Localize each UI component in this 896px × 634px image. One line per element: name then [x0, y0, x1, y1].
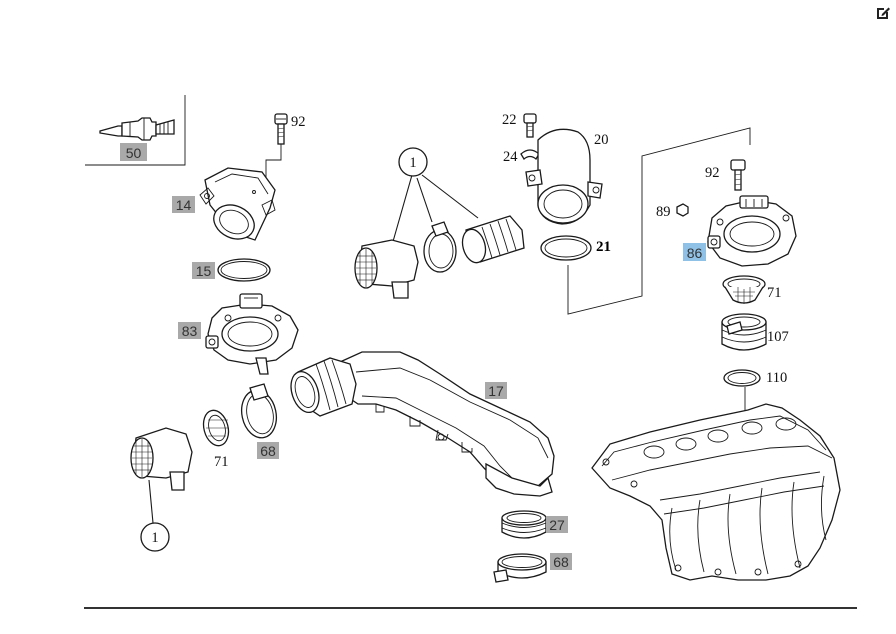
part-label-68-left[interactable]: 68 — [257, 442, 279, 459]
part-83-drawing — [205, 293, 299, 375]
svg-text:27: 27 — [549, 517, 565, 533]
part-17-drawing — [290, 351, 555, 497]
part-20-drawing — [520, 113, 603, 225]
part-label-22[interactable]: 22 — [502, 112, 517, 128]
svg-text:1: 1 — [151, 530, 158, 546]
part-1-center-drawing — [354, 174, 525, 299]
part-89-drawing — [676, 203, 689, 217]
part-15-drawing — [217, 258, 271, 282]
part-92-left-drawing — [265, 113, 288, 178]
part-label-20[interactable]: 20 — [594, 132, 609, 148]
part-label-83[interactable]: 83 — [178, 322, 201, 339]
part-label-17[interactable]: 17 — [485, 382, 507, 399]
part-label-71-right[interactable]: 71 — [767, 285, 782, 301]
svg-text:110: 110 — [766, 370, 787, 386]
svg-text:17: 17 — [488, 383, 504, 399]
svg-text:21: 21 — [596, 239, 611, 255]
intake-manifold-drawing — [591, 403, 841, 581]
svg-text:71: 71 — [767, 285, 782, 301]
part-label-68-bottom[interactable]: 68 — [550, 553, 572, 570]
svg-text:68: 68 — [553, 554, 569, 570]
svg-text:14: 14 — [176, 197, 192, 213]
part-68-left-drawing — [240, 383, 278, 439]
svg-text:15: 15 — [196, 263, 212, 279]
svg-text:24: 24 — [503, 149, 518, 165]
part-label-21[interactable]: 21 — [596, 239, 611, 255]
footer-rule — [84, 607, 857, 609]
group-bracket-line — [567, 127, 751, 315]
part-92-right-drawing — [730, 159, 746, 191]
part-label-110[interactable]: 110 — [766, 370, 787, 386]
part-27-drawing — [501, 510, 547, 539]
edit-icon — [877, 7, 890, 19]
svg-text:92: 92 — [291, 114, 306, 130]
part-label-24[interactable]: 24 — [503, 149, 518, 165]
part-107-drawing — [721, 313, 767, 351]
svg-text:22: 22 — [502, 112, 517, 128]
part-label-89[interactable]: 89 — [656, 204, 671, 220]
part-label-71-left[interactable]: 71 — [214, 454, 229, 470]
part-label-92-left[interactable]: 92 — [291, 114, 306, 130]
part-86-drawing — [707, 195, 797, 267]
part-label-86[interactable]: 86 — [683, 243, 706, 261]
svg-text:92: 92 — [705, 165, 720, 181]
svg-text:83: 83 — [182, 323, 198, 339]
part-label-92-right[interactable]: 92 — [705, 165, 720, 181]
svg-text:71: 71 — [214, 454, 229, 470]
part-71-right-drawing — [722, 275, 766, 304]
part-label-14[interactable]: 14 — [172, 196, 195, 213]
svg-text:50: 50 — [126, 145, 142, 161]
callout-1-center: 1 — [398, 147, 428, 177]
part-21-drawing — [540, 235, 592, 261]
svg-text:1: 1 — [409, 155, 416, 171]
callout-1-lower: 1 — [140, 522, 170, 552]
part-label-15[interactable]: 15 — [192, 262, 215, 279]
part-50-drawing — [85, 95, 186, 166]
part-14-drawing — [199, 167, 276, 241]
part-1-lower-drawing — [130, 427, 193, 524]
svg-text:89: 89 — [656, 204, 671, 220]
part-label-107[interactable]: 107 — [767, 329, 789, 345]
svg-text:107: 107 — [767, 329, 789, 345]
part-71-left-drawing — [202, 409, 230, 447]
svg-text:68: 68 — [260, 443, 276, 459]
part-label-50[interactable]: 50 — [120, 143, 147, 161]
part-label-27[interactable]: 27 — [546, 516, 568, 533]
edit-button[interactable] — [872, 2, 894, 24]
svg-text:20: 20 — [594, 132, 609, 148]
svg-text:86: 86 — [687, 245, 703, 261]
part-68-bottom-drawing — [493, 553, 547, 583]
